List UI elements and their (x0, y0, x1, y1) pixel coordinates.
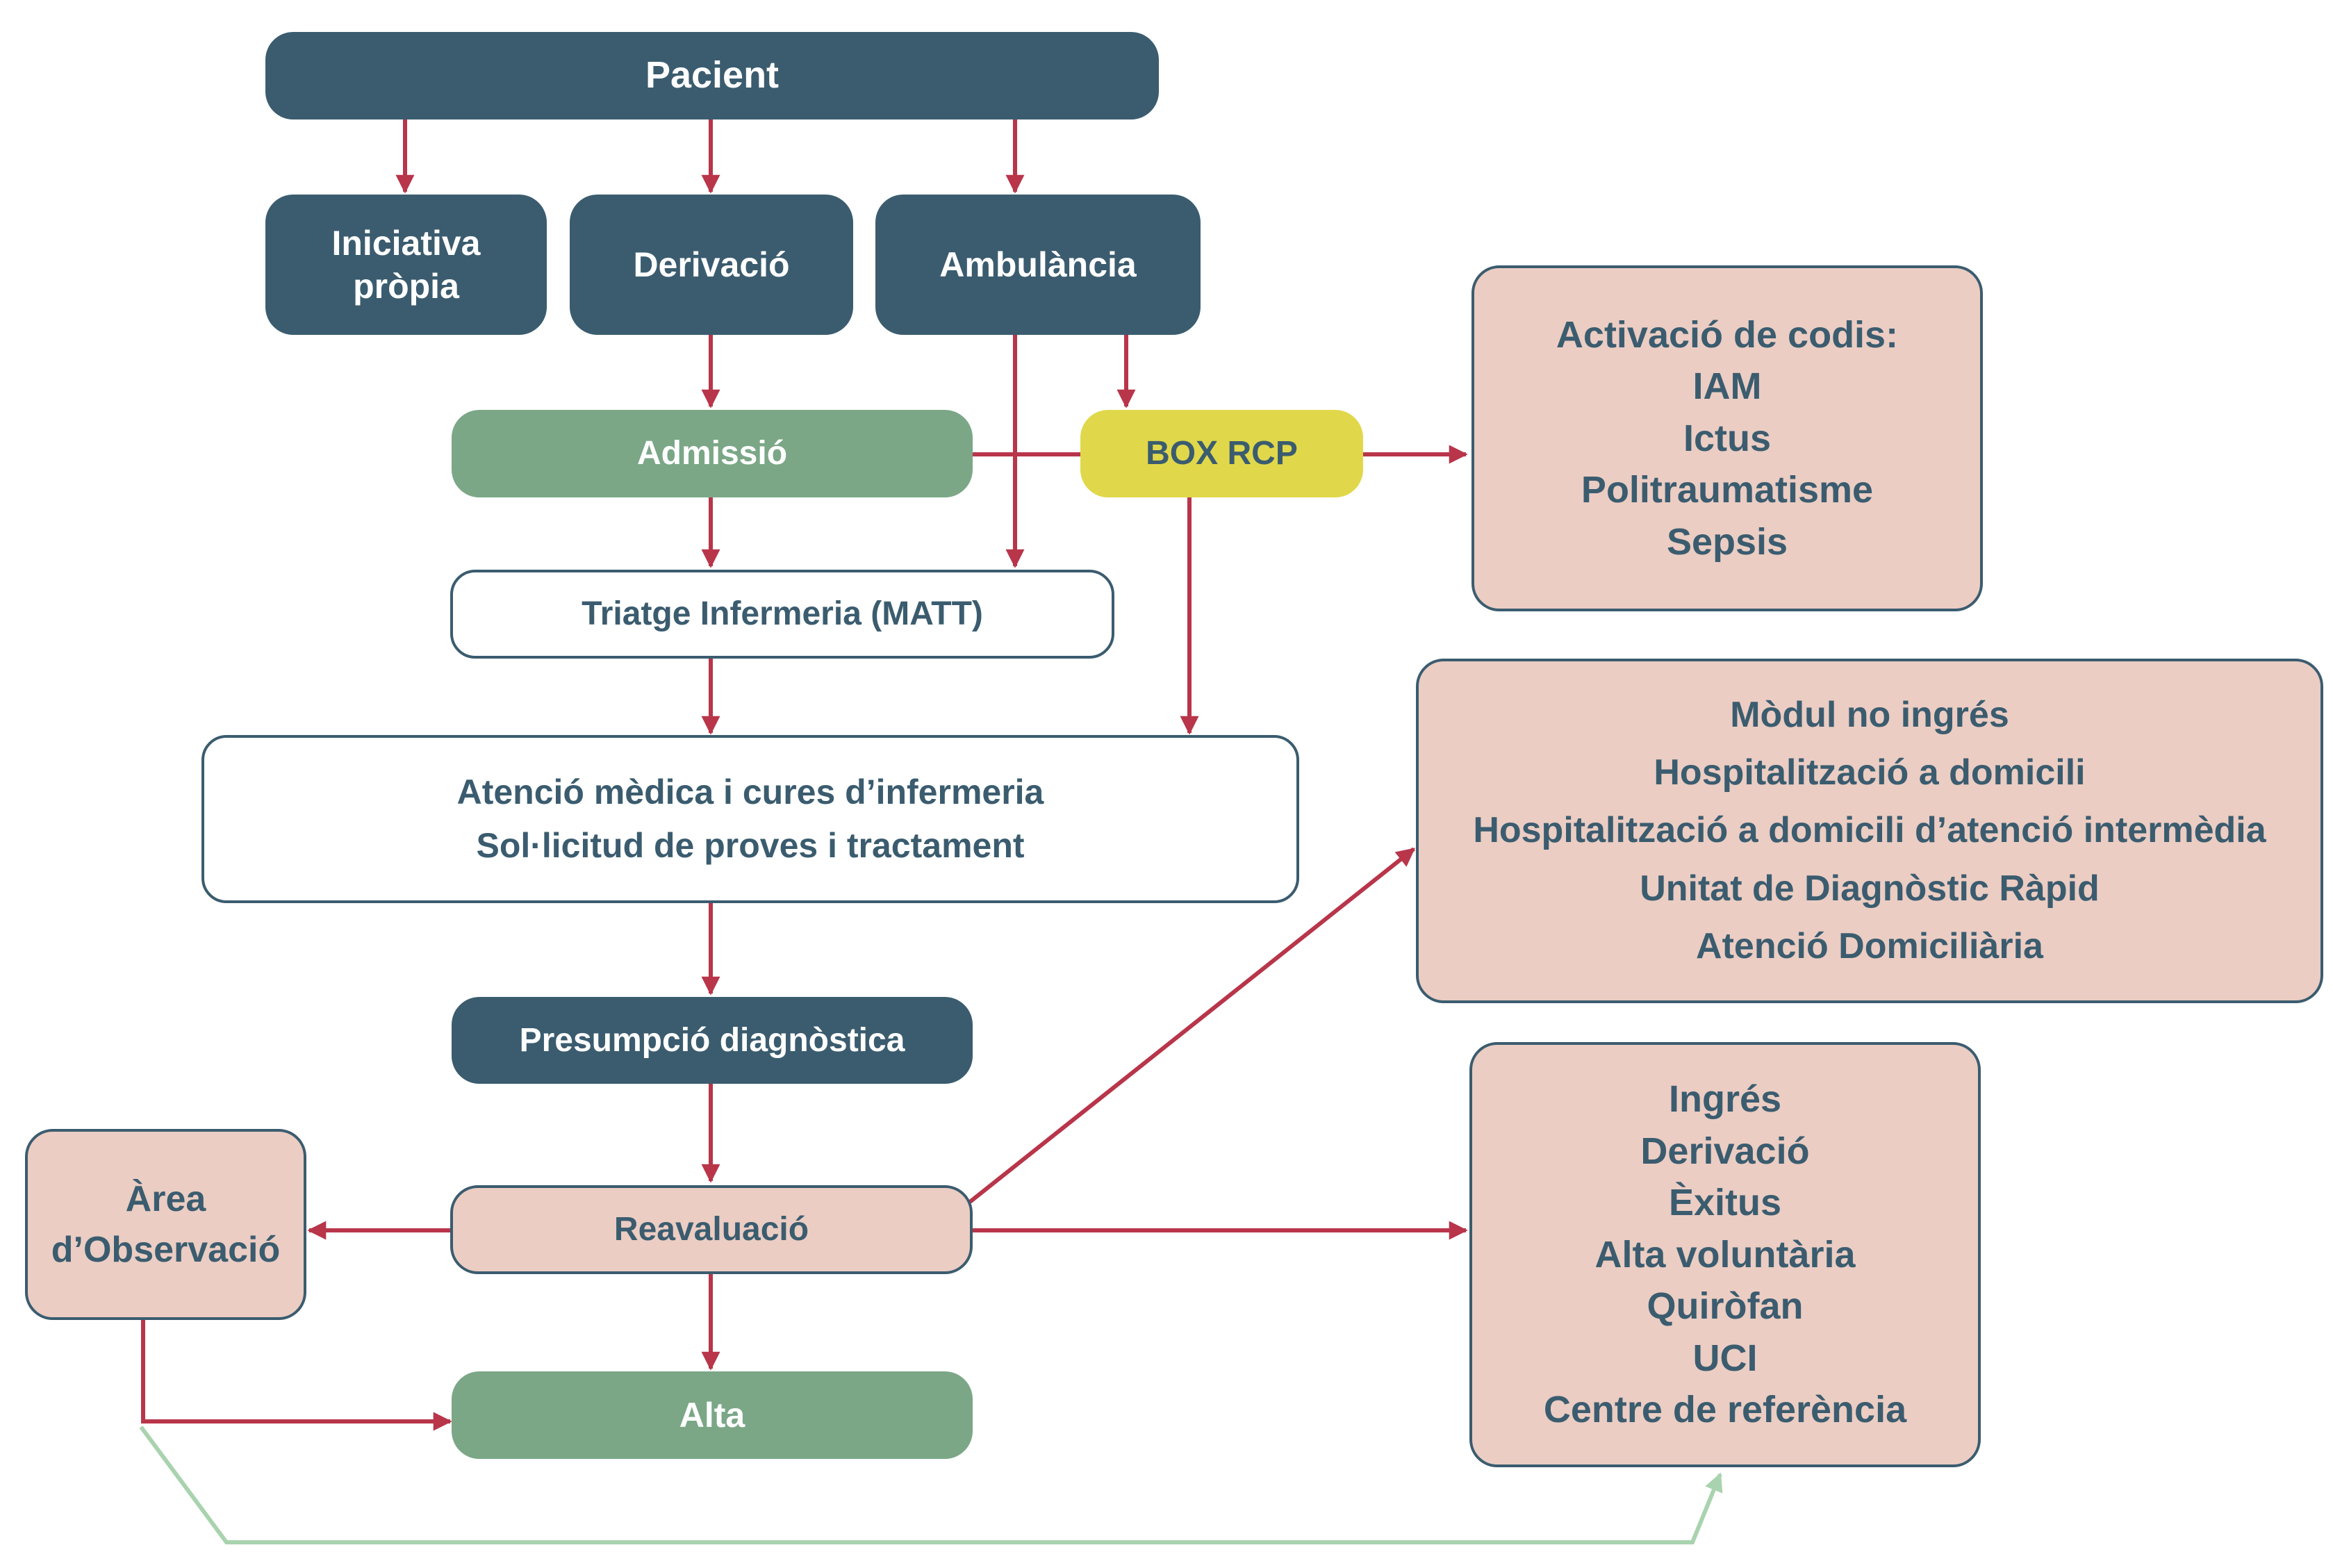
destins-line-1: Ingrés (1668, 1078, 1782, 1121)
node-reavaluacio-label: Reavaluació (613, 1211, 809, 1248)
codis-line-2: IAM (1692, 365, 1762, 408)
node-admissio: Admissió (452, 410, 973, 497)
node-area-observacio: Àrea d’Observació (25, 1129, 306, 1320)
no-ingres-line-1: Mòdul no ingrés (1730, 695, 2009, 736)
node-observacio-line-1: Àrea (125, 1178, 206, 1219)
node-ambulancia-label: Ambulància (939, 245, 1137, 284)
codis-line-5: Sepsis (1666, 520, 1788, 563)
node-reavaluacio: Reavaluació (450, 1185, 973, 1274)
node-pacient: Pacient (265, 32, 1159, 119)
node-admissio-label: Admissió (636, 435, 788, 472)
codis-line-1: Activació de codis: (1556, 313, 1899, 356)
node-ambulancia: Ambulància (875, 195, 1201, 335)
node-iniciativa-line-2: pròpia (353, 267, 459, 306)
node-derivacio-label: Derivació (633, 245, 790, 284)
arrow-observacio-alta (141, 1320, 452, 1431)
node-modul-no-ingres: Mòdul no ingrés Hospitalització a domici… (1416, 659, 2323, 1003)
node-alta: Alta (452, 1371, 973, 1459)
node-box-rcp: BOX RCP (1080, 410, 1363, 497)
destins-line-7: Centre de referència (1543, 1389, 1907, 1431)
node-box-rcp-label: BOX RCP (1146, 435, 1298, 472)
destins-line-5: Quiròfan (1647, 1285, 1804, 1328)
node-atencio-line-2: Sol·licitud de proves i tractament (476, 826, 1025, 865)
node-iniciativa-propia: Iniciativa pròpia (265, 195, 547, 335)
node-presumpcio-label: Presumpció diagnòstica (519, 1021, 905, 1059)
node-alta-label: Alta (679, 1395, 745, 1435)
destins-line-6: UCI (1692, 1337, 1758, 1379)
destins-line-3: Èxitus (1668, 1182, 1782, 1224)
node-presumpcio: Presumpció diagnòstica (452, 997, 973, 1084)
destins-line-4: Alta voluntària (1594, 1233, 1856, 1276)
node-destins: Ingrés Derivació Èxitus Alta voluntària … (1469, 1042, 1981, 1467)
destins-line-2: Derivació (1640, 1130, 1810, 1172)
arrow-reavaluacio-noingres (968, 847, 1416, 1204)
node-pacient-label: Pacient (645, 54, 780, 97)
node-iniciativa-line-1: Iniciativa (331, 223, 481, 263)
codis-line-3: Ictus (1683, 417, 1772, 459)
codis-line-4: Politraumatisme (1581, 469, 1874, 511)
no-ingres-line-5: Atenció Domiciliària (1696, 925, 2043, 966)
node-observacio-line-2: d’Observació (51, 1229, 281, 1270)
node-triatge-label: Triatge Infermeria (MATT) (582, 595, 983, 632)
no-ingres-line-3: Hospitalització a domicili d’atenció int… (1473, 810, 2266, 851)
node-atencio-line-1: Atenció mèdica i cures d’infermeria (456, 772, 1044, 811)
no-ingres-line-2: Hospitalització a domicili (1654, 752, 2086, 793)
no-ingres-line-4: Unitat de Diagnòstic Ràpid (1640, 868, 2100, 909)
node-activacio-codis: Activació de codis: IAM Ictus Politrauma… (1471, 265, 1983, 611)
node-derivacio: Derivació (570, 195, 853, 335)
arrow-observacio-destins (139, 1426, 1723, 1544)
node-triatge: Triatge Infermeria (MATT) (450, 570, 1114, 659)
node-atencio: Atenció mèdica i cures d’infermeria Sol·… (201, 735, 1299, 903)
